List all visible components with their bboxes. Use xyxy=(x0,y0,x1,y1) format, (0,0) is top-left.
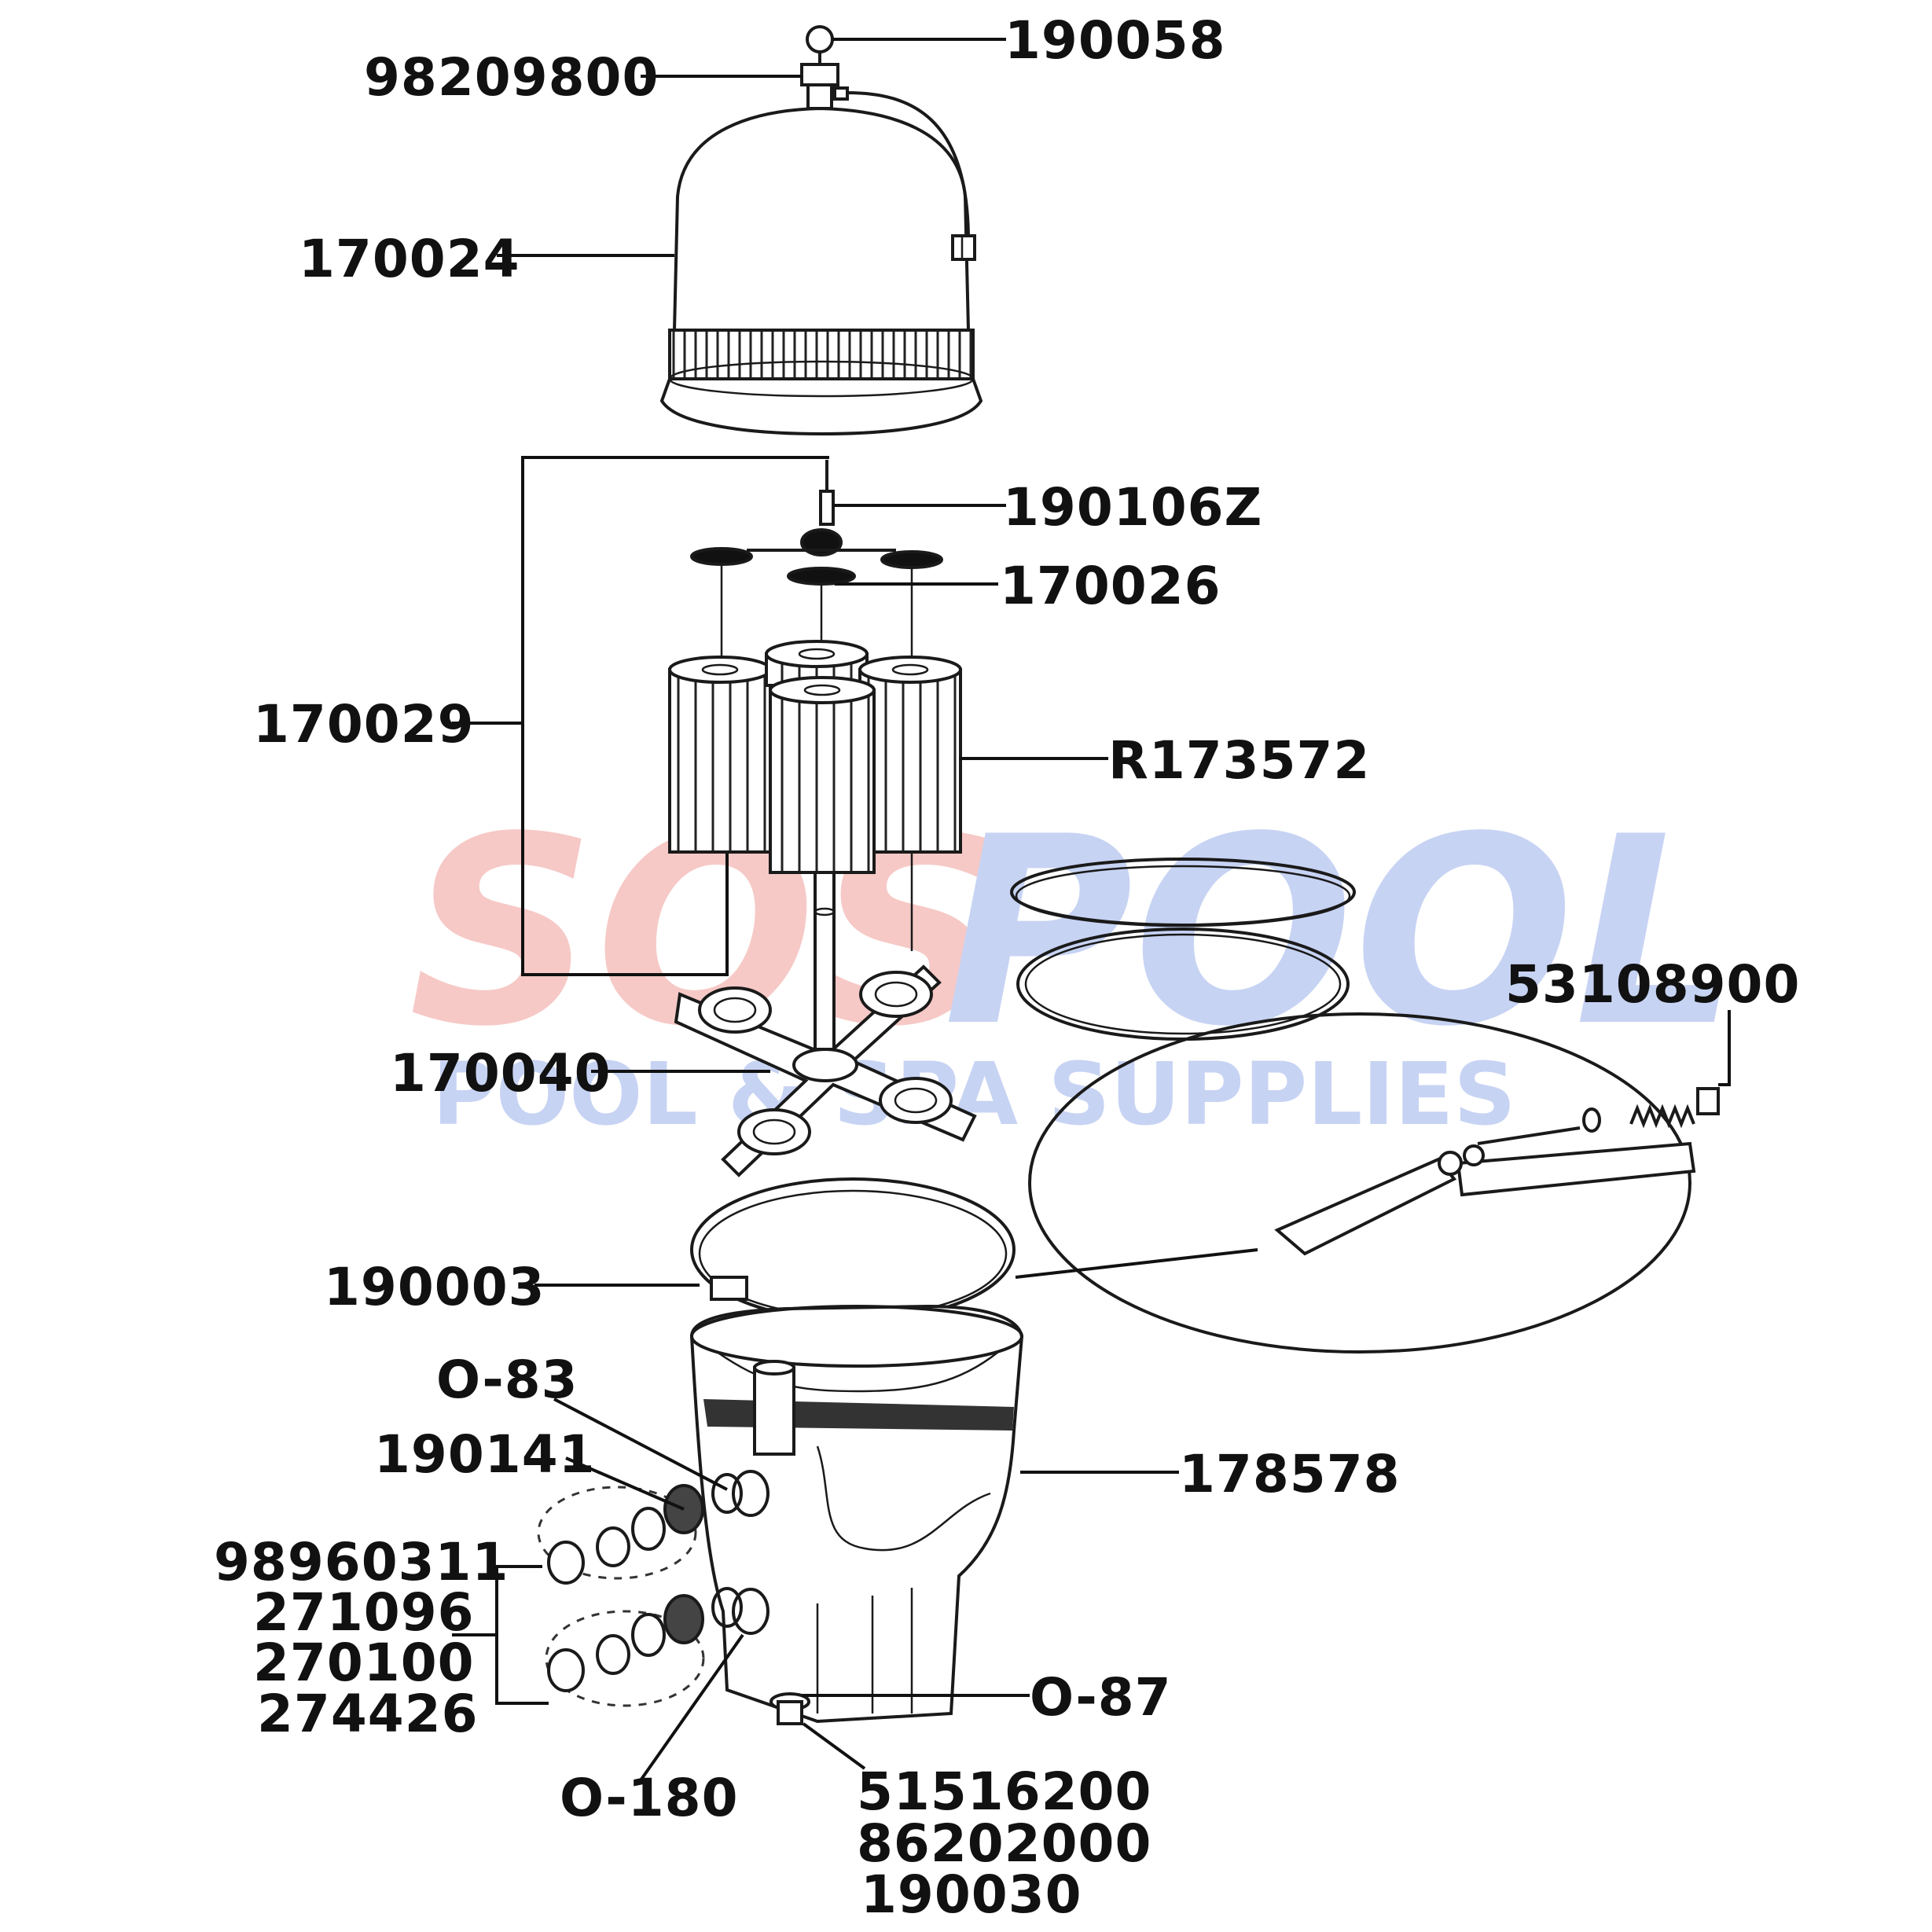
label-O-83: O-83 xyxy=(436,1350,578,1410)
label-270100: 270100 xyxy=(253,1633,475,1693)
label-170026: 170026 xyxy=(1000,556,1221,616)
label-178578: 178578 xyxy=(1179,1444,1401,1504)
label-271096: 271096 xyxy=(253,1582,475,1643)
label-170029: 170029 xyxy=(253,694,475,755)
label-R173572: R173572 xyxy=(1108,730,1370,791)
label-190141: 190141 xyxy=(374,1424,596,1485)
label-98209800: 98209800 xyxy=(364,47,659,108)
part-labels: 190058 98209800 170024 190106Z 170026 17… xyxy=(214,10,1800,1925)
label-274426: 274426 xyxy=(257,1684,479,1744)
watermark-brand-right: POOL xyxy=(943,781,1739,1083)
label-98960311: 98960311 xyxy=(214,1532,509,1592)
label-51516200: 51516200 xyxy=(857,1761,1151,1822)
fittings-drawing xyxy=(537,1473,743,1707)
label-86202000: 86202000 xyxy=(857,1813,1151,1874)
label-190106Z: 190106Z xyxy=(1003,477,1262,538)
watermark-subtitle: POOL & SPA SUPPLIES xyxy=(432,1044,1516,1144)
clamp-detail-drawing xyxy=(1028,1012,1720,1354)
lower-manifold-drawing xyxy=(674,964,977,1177)
label-O-87: O-87 xyxy=(1030,1667,1172,1728)
label-170040: 170040 xyxy=(390,1043,612,1104)
label-190003: 190003 xyxy=(324,1257,545,1317)
label-53108900: 53108900 xyxy=(1505,954,1800,1015)
cartridge-assembly-drawing xyxy=(521,456,962,1055)
label-170024: 170024 xyxy=(299,229,520,289)
label-O-180: O-180 xyxy=(560,1768,739,1828)
leader-lines xyxy=(452,38,1731,1782)
tank-base-drawing xyxy=(689,1304,1024,1725)
label-190030: 190030 xyxy=(861,1864,1082,1925)
tank-lid-drawing xyxy=(659,25,983,436)
label-190058: 190058 xyxy=(1005,10,1226,71)
clamp-band-drawing xyxy=(690,1177,1016,1322)
